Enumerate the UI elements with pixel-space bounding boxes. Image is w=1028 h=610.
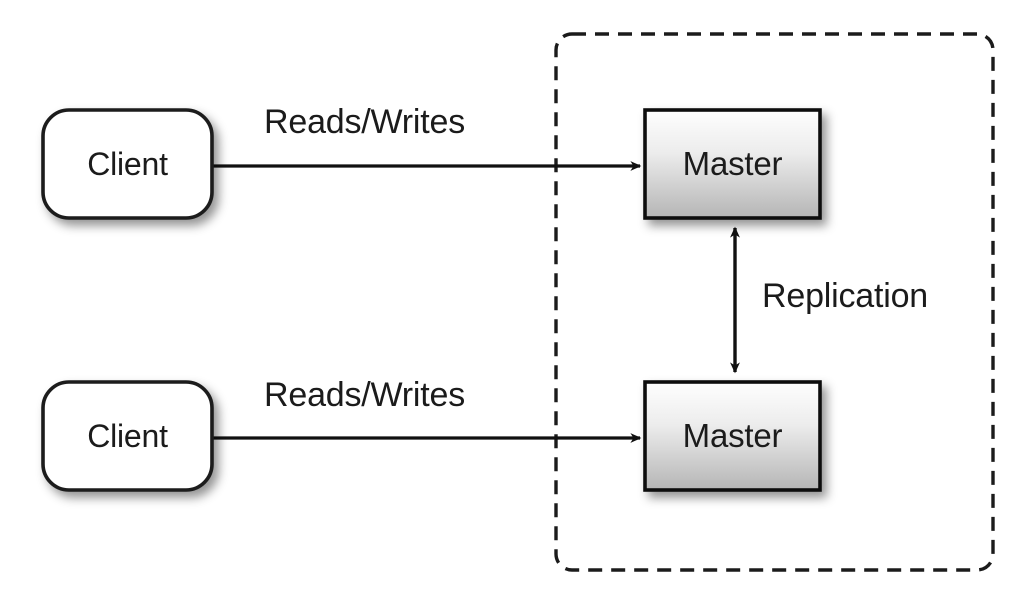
node-master-top[interactable] (643, 108, 822, 220)
node-client-top[interactable] (41, 108, 214, 220)
edge-label-replication: Replication (762, 277, 929, 315)
edge-label-reads-writes-bottom: Reads/Writes (264, 376, 466, 414)
node-client-bottom[interactable] (41, 380, 214, 492)
node-master-bottom[interactable] (643, 380, 822, 492)
replication-cluster-boundary (554, 32, 995, 572)
edge-label-reads-writes-top: Reads/Writes (264, 103, 466, 141)
